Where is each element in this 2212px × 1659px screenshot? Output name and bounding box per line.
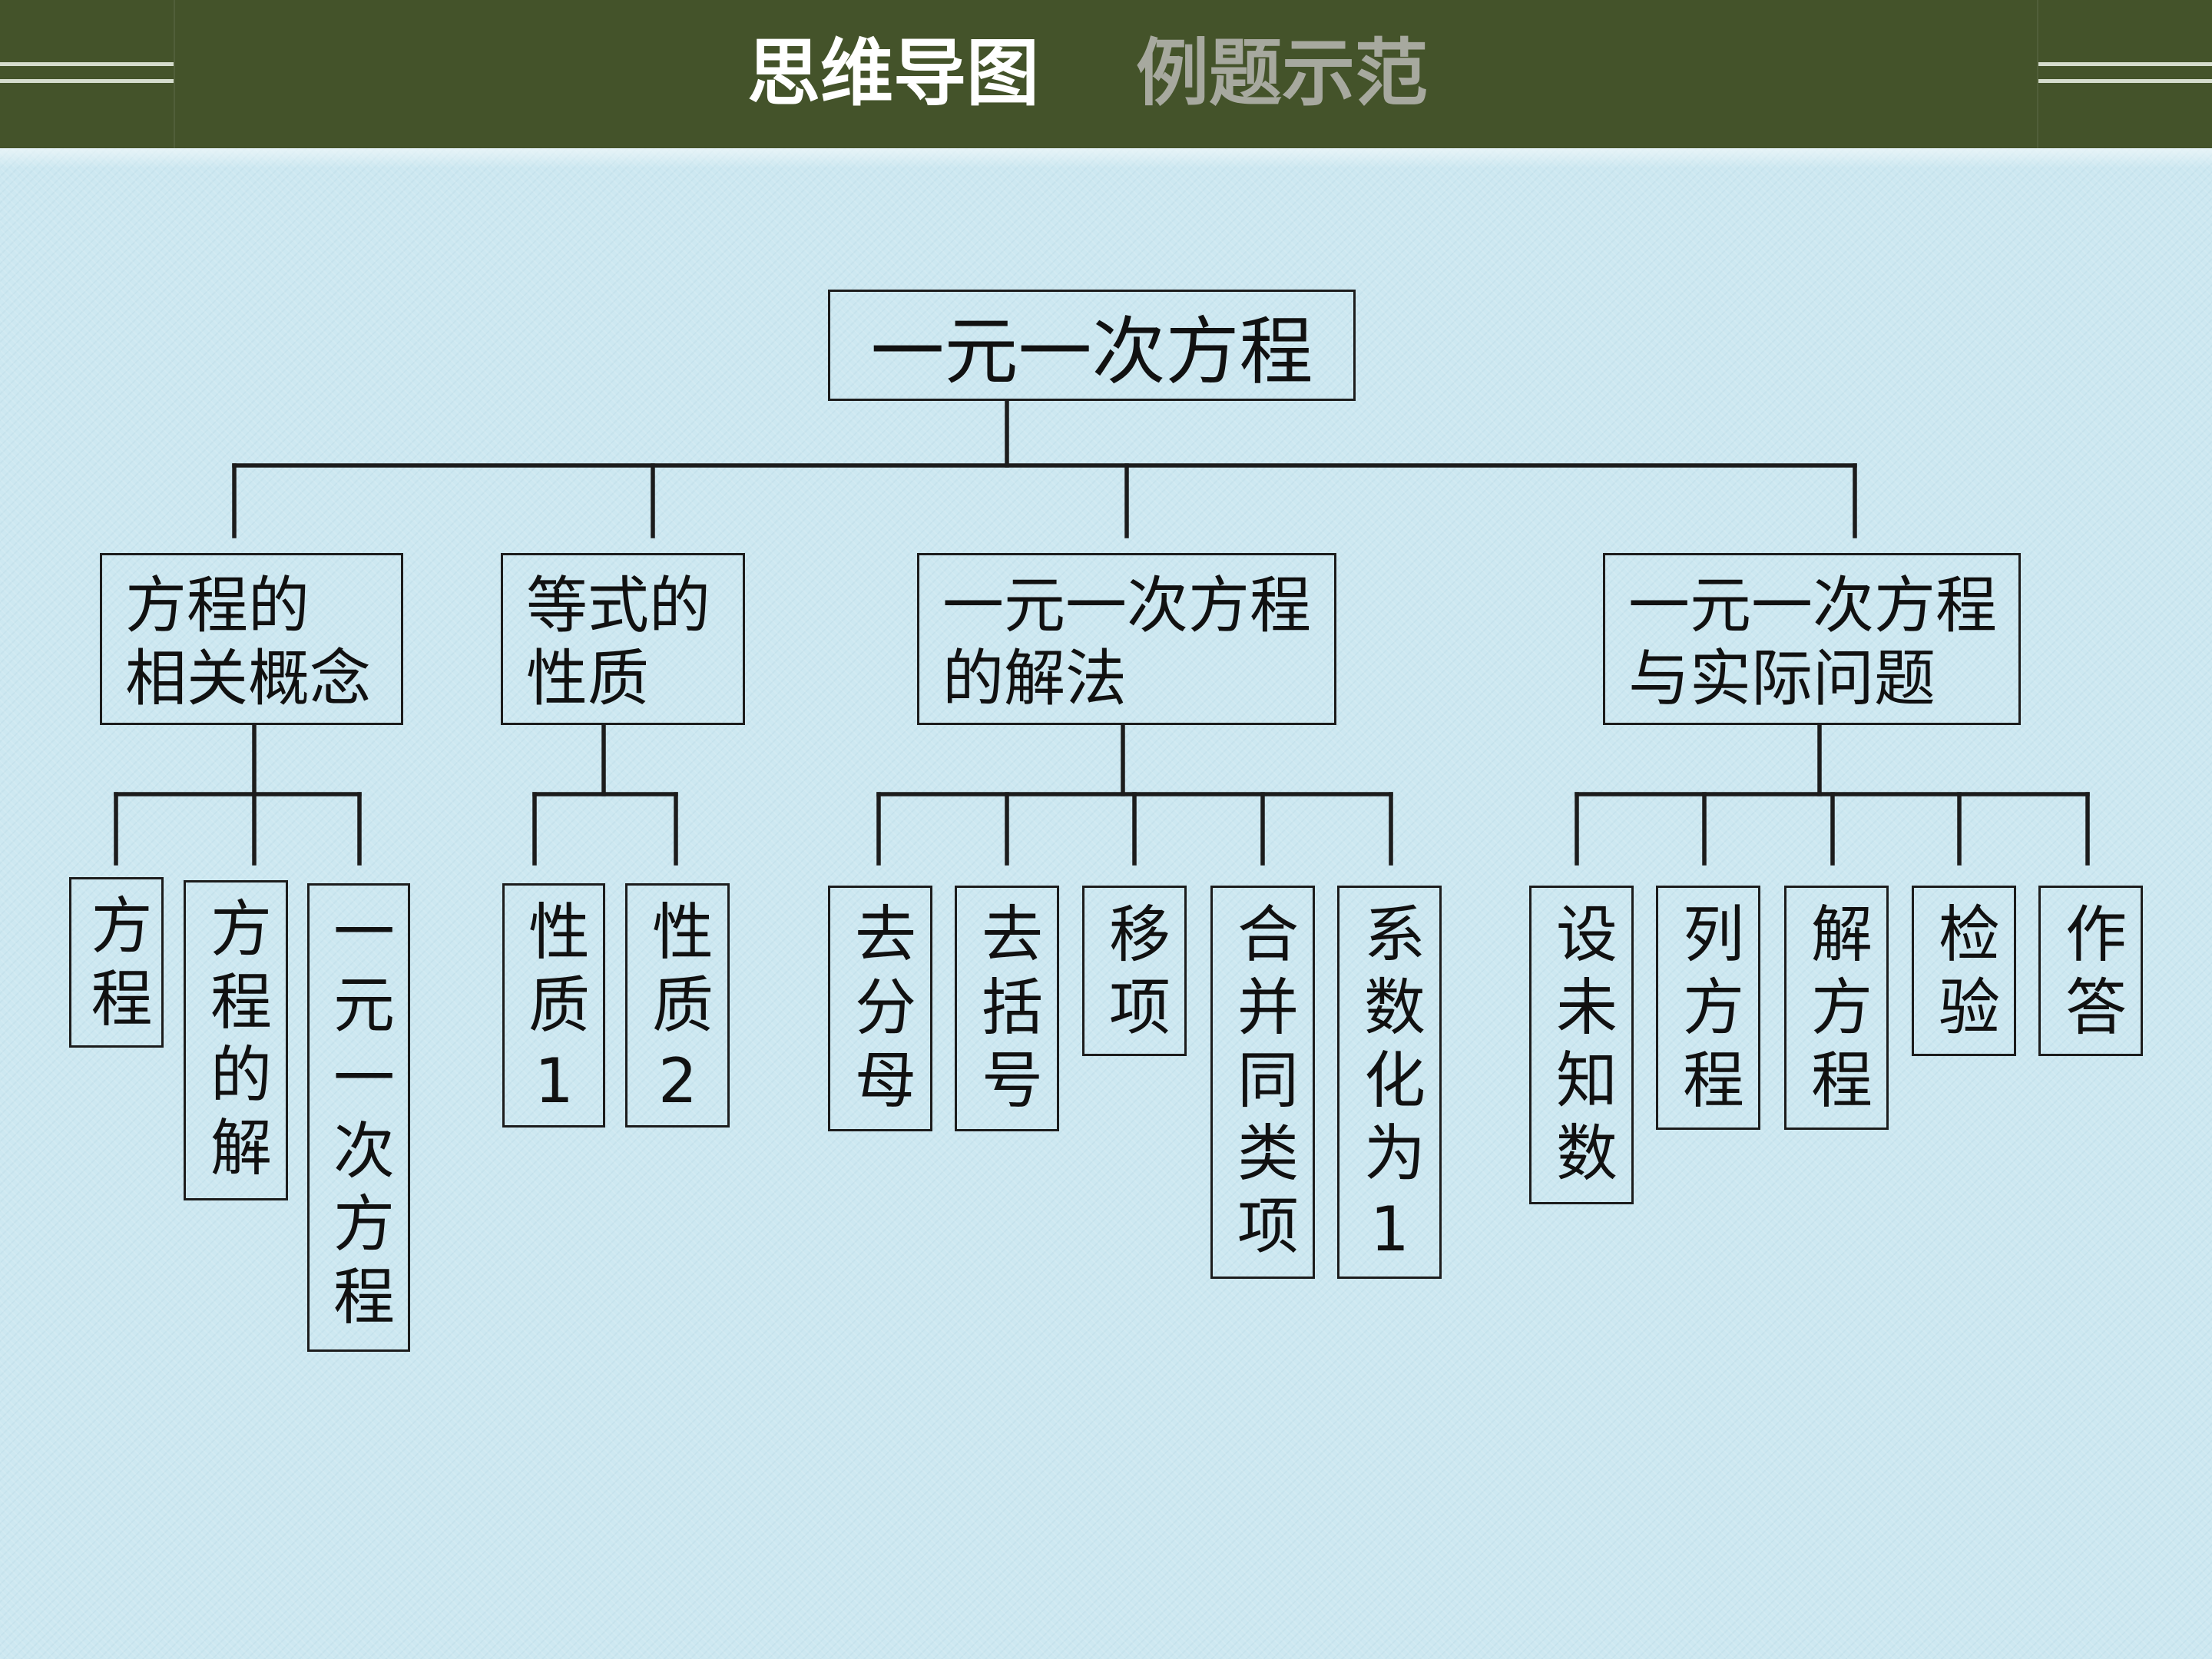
leaf-label: 方程 bbox=[81, 893, 153, 1039]
leaf-write-equation: 列方程 bbox=[1656, 886, 1760, 1130]
leaf-combine-like-terms: 合并同类项 bbox=[1210, 886, 1315, 1279]
leaf-label: 合并同类项 bbox=[1227, 902, 1299, 1267]
branch-label-line: 的解法 bbox=[942, 643, 1127, 714]
title-main: 思维导图 bbox=[747, 31, 1040, 116]
leaf-set-unknown: 设未知数 bbox=[1529, 886, 1634, 1204]
decoration-line bbox=[0, 79, 174, 83]
leaf-clear-denominators: 去分母 bbox=[828, 886, 932, 1131]
leaf-label: 系数化为1 bbox=[1354, 902, 1426, 1277]
leaf-linear-equation: 一元一次方程 bbox=[307, 883, 410, 1352]
header-shadow-band bbox=[0, 148, 2212, 168]
leaf-remove-parentheses: 去括号 bbox=[955, 886, 1059, 1131]
leaf-label: 去分母 bbox=[845, 902, 916, 1121]
leaf-check: 检验 bbox=[1912, 886, 2016, 1056]
branch-label-line: 等式的 bbox=[526, 570, 710, 641]
leaf-label: 一元一次方程 bbox=[323, 899, 395, 1337]
header-bar: 思维导图 例题示范 bbox=[0, 0, 2212, 148]
leaf-answer: 作答 bbox=[2038, 886, 2143, 1056]
leaf-transpose-terms: 移项 bbox=[1082, 886, 1187, 1056]
branch-node-solving: 一元一次方程 的解法 bbox=[917, 553, 1336, 725]
decoration-line bbox=[2038, 79, 2212, 83]
leaf-label: 检验 bbox=[1929, 902, 2000, 1048]
branch-node-concepts: 方程的 相关概念 bbox=[100, 553, 403, 725]
root-node-label: 一元一次方程 bbox=[870, 309, 1313, 395]
leaf-equation: 方程 bbox=[69, 877, 164, 1048]
leaf-label: 移项 bbox=[1099, 902, 1171, 1048]
leaf-label: 设未知数 bbox=[1546, 902, 1618, 1194]
branch-node-properties: 等式的 性质 bbox=[501, 553, 745, 725]
leaf-property-2: 性质2 bbox=[625, 883, 730, 1128]
branch-label-line: 相关概念 bbox=[125, 643, 371, 714]
branch-label-line: 一元一次方程 bbox=[942, 570, 1311, 641]
branch-label-line: 一元一次方程 bbox=[1628, 570, 1997, 641]
leaf-equation-solution: 方程的解 bbox=[184, 880, 288, 1200]
leaf-label: 去括号 bbox=[972, 902, 1043, 1121]
leaf-solve-equation: 解方程 bbox=[1784, 886, 1889, 1130]
leaf-label: 解方程 bbox=[1801, 902, 1873, 1121]
decoration-line bbox=[0, 62, 174, 66]
leaf-normalize-coefficient: 系数化为1 bbox=[1337, 886, 1442, 1279]
root-node: 一元一次方程 bbox=[828, 290, 1356, 401]
branch-label-line: 方程的 bbox=[125, 570, 310, 641]
decoration-line bbox=[2038, 62, 2212, 66]
leaf-label: 方程的解 bbox=[200, 896, 272, 1188]
leaf-property-1: 性质1 bbox=[502, 883, 605, 1128]
branch-node-applications: 一元一次方程 与实际问题 bbox=[1603, 553, 2021, 725]
branch-label-line: 与实际问题 bbox=[1628, 643, 1936, 714]
leaf-label: 作答 bbox=[2055, 902, 2127, 1048]
branch-label-line: 性质 bbox=[526, 643, 649, 714]
leaf-label: 性质2 bbox=[642, 899, 714, 1128]
header-decoration-right bbox=[2037, 0, 2212, 148]
header-decoration-left bbox=[0, 0, 175, 148]
leaf-label: 列方程 bbox=[1673, 902, 1744, 1121]
title-sub: 例题示范 bbox=[1136, 31, 1429, 116]
leaf-label: 性质1 bbox=[518, 899, 590, 1128]
